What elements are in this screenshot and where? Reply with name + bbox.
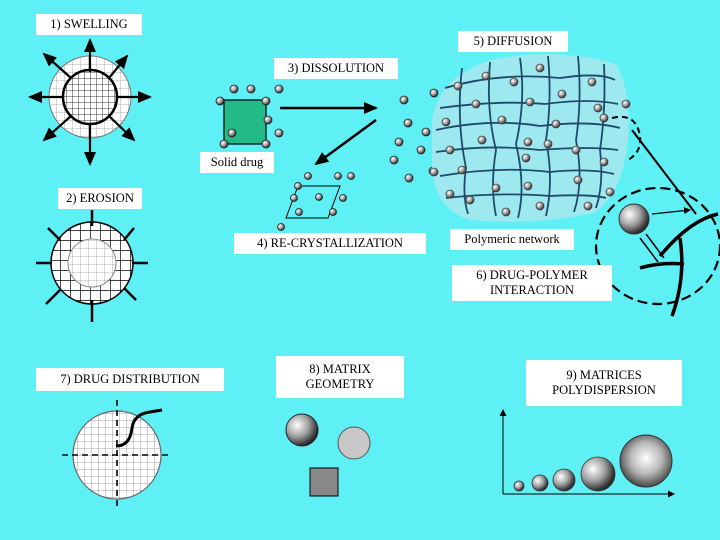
matrix-geometry-figure <box>285 413 371 497</box>
polydispersion-label-line1: 9) MATRICES <box>566 368 642 382</box>
matrix-geometry-label-line1: 8) MATRIX <box>309 362 371 376</box>
drug-polymer-figure <box>594 186 720 317</box>
drug-distribution-label: 7) DRUG DISTRIBUTION <box>36 368 224 391</box>
recrystallization-figure <box>277 172 355 231</box>
dissolution-label: 3) DISSOLUTION <box>274 58 398 79</box>
matrix-geometry-label-line2: GEOMETRY <box>305 377 375 391</box>
drug-polymer-label: 6) DRUG-POLYMER INTERACTION <box>452 265 612 301</box>
drug-distribution-figure <box>62 400 172 506</box>
polydispersion-figure <box>499 409 675 498</box>
matrix-geometry-label: 8) MATRIX GEOMETRY <box>276 356 404 398</box>
drug-polymer-label-line1: 6) DRUG-POLYMER <box>476 268 588 282</box>
polymeric-network-label: Polymeric network <box>450 229 574 250</box>
solid-drug-label: Solid drug <box>200 152 274 173</box>
erosion-label: 2) EROSION <box>58 188 142 209</box>
diffusion-label: 5) DIFFUSION <box>458 31 568 52</box>
erosion-figure <box>36 210 148 322</box>
drug-polymer-label-line2: INTERACTION <box>489 283 574 297</box>
swelling-figure <box>28 38 152 166</box>
polymeric-network <box>429 54 697 222</box>
swelling-label: 1) SWELLING <box>36 14 142 35</box>
polydispersion-label-line2: POLYDISPERSION <box>552 383 656 397</box>
recrystallization-label: 4) RE-CRYSTALLIZATION <box>234 233 426 254</box>
polydispersion-label: 9) MATRICES POLYDISPERSION <box>526 360 682 406</box>
